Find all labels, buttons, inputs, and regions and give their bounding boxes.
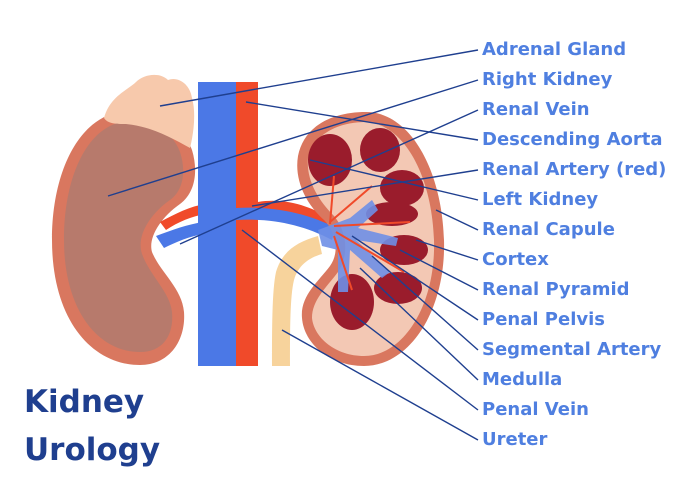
leader-line-ureter (281, 329, 479, 441)
label-renal-artery: Renal Artery (red) (482, 159, 667, 180)
segmental-artery (329, 175, 411, 291)
label-renal-pyramid: Renal Pyramid (482, 279, 630, 300)
leader-line-right-kidney (107, 79, 479, 197)
label-penal-pelvis: Penal Pelvis (482, 309, 605, 330)
label-segmental-artery: Segmental Artery (482, 339, 662, 360)
right-kidney-inner (64, 121, 184, 352)
renal-pyramid (380, 170, 424, 206)
label-ureter: Ureter (482, 429, 548, 450)
renal-pyramid (374, 272, 422, 304)
label-renal-capule: Renal Capule (482, 219, 615, 240)
label-right-kidney: Right Kidney (482, 69, 613, 90)
descending-aorta (236, 82, 258, 366)
left-renal-artery (258, 200, 330, 226)
leader-line-left-kidney (309, 159, 479, 201)
leader-line-penal-vein (241, 229, 479, 411)
leader-line-descending-aorta (245, 101, 479, 141)
title-line-kidney: Kidney (24, 384, 145, 420)
leader-line-cortex (415, 239, 479, 261)
left-renal-vein (236, 207, 336, 240)
right-renal-artery (160, 204, 206, 230)
renal-pyramid (360, 128, 400, 172)
vena-cava (198, 82, 236, 366)
leader-line-adrenal-gland (159, 49, 479, 107)
leader-line-renal-pyramid (399, 249, 479, 291)
leader-lines (107, 49, 479, 441)
label-renal-vein: Renal Vein (482, 99, 590, 120)
leader-line-segmental-artery (371, 255, 479, 351)
label-left-kidney: Left Kidney (482, 189, 599, 210)
leader-line-renal-capule (435, 209, 479, 231)
label-cortex: Cortex (482, 249, 549, 270)
leader-line-penal-pelvis (351, 235, 479, 321)
label-medulla: Medulla (482, 369, 563, 390)
title-line-urology: Urology (24, 432, 161, 468)
right-renal-vein (156, 222, 204, 248)
right-kidney (52, 111, 196, 365)
leader-line-renal-artery (251, 169, 479, 207)
ureter (272, 236, 322, 366)
label-descending-aorta: Descending Aorta (482, 129, 663, 150)
adrenal-gland (104, 74, 195, 148)
label-adrenal-gland: Adrenal Gland (482, 39, 627, 60)
leader-line-medulla (359, 267, 479, 381)
renal-pyramid (366, 202, 418, 226)
label-penal-vein: Penal Vein (482, 399, 589, 420)
renal-pyramid (308, 134, 352, 186)
